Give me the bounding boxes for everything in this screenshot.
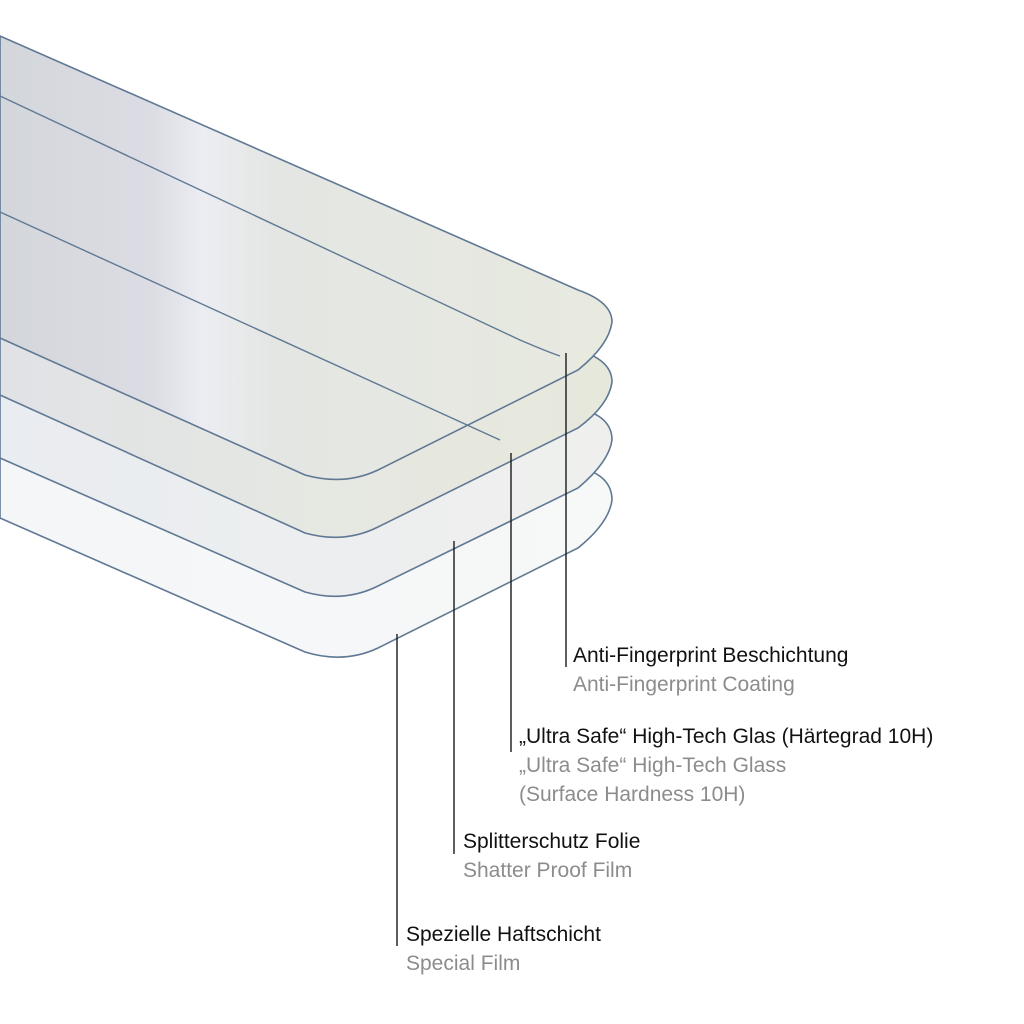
label-glass-english-line1: „Ultra Safe“ High-Tech Glass <box>519 754 787 777</box>
label-film-english: Special Film <box>406 952 521 975</box>
label-high-tech-glass: „Ultra Safe“ High-Tech Glas (Härtegrad 1… <box>519 722 933 809</box>
coating-inner-edge-lower <box>0 211 501 441</box>
label-film-german: Spezielle Haftschicht <box>406 923 601 946</box>
label-anti-fingerprint-coating: Anti-Fingerprint Beschichtung Anti-Finge… <box>573 641 848 699</box>
label-coating-german: Anti-Fingerprint Beschichtung <box>573 644 849 667</box>
coating-inner-edge <box>0 95 561 357</box>
label-coating-english: Anti-Fingerprint Coating <box>573 673 795 696</box>
label-glass-german: „Ultra Safe“ High-Tech Glas (Härtegrad 1… <box>519 725 934 748</box>
label-shatter-english: Shatter Proof Film <box>463 859 633 882</box>
label-shatter-german: Splitterschutz Folie <box>463 830 641 853</box>
label-shatter-proof-film: Splitterschutz Folie Shatter Proof Film <box>463 827 640 885</box>
anti-fingerprint-coating-layer <box>0 35 613 481</box>
label-glass-english-line2: (Surface Hardness 10H) <box>519 783 746 806</box>
label-special-film: Spezielle Haftschicht Special Film <box>406 920 601 978</box>
